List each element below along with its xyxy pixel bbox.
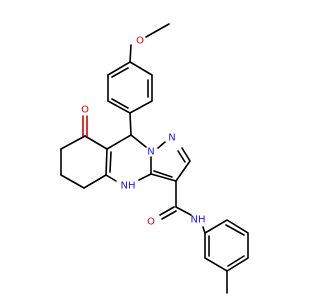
bond-c8a-c4a-double bbox=[109, 151, 112, 173]
bond-ch-c8a bbox=[106, 134, 132, 150]
bond-c3-c3a-double bbox=[153, 170, 173, 178]
anisole-double-2 bbox=[111, 98, 129, 109]
bond-c8-c7 bbox=[60, 135, 86, 150]
molecule-structure: O O N N NH O NH bbox=[60, 23, 249, 294]
atom-nh-ring: NH bbox=[121, 181, 136, 192]
bond-ch-c3 bbox=[175, 160, 191, 182]
bond-c8a-c8 bbox=[84, 135, 108, 150]
bond-c8a-c4a bbox=[105, 148, 108, 176]
atom-nh-amide: NH bbox=[191, 215, 206, 226]
bond-nh-c3a bbox=[138, 173, 152, 181]
tolyl-double-2 bbox=[227, 255, 245, 267]
bond-c5-c4a bbox=[83, 174, 107, 189]
bond-n-ch bbox=[130, 134, 147, 148]
anisole-ring bbox=[107, 61, 153, 114]
bond-co-2 bbox=[161, 210, 177, 220]
anisole-double-3 bbox=[111, 67, 129, 78]
bond-o-aryl bbox=[129, 44, 132, 63]
bond-aryl-ch bbox=[129, 112, 132, 136]
bond-n-n bbox=[157, 141, 166, 149]
atom-o-amide: O bbox=[147, 217, 155, 228]
atom-labels: O O N N NH O NH bbox=[81, 36, 205, 228]
bonds bbox=[60, 23, 249, 294]
tolyl-ring bbox=[204, 219, 249, 272]
atom-n-pyrazole-1: N bbox=[147, 147, 154, 158]
bond-carbonyl-nh bbox=[175, 206, 192, 216]
bond-n-ch-pyr bbox=[181, 147, 191, 162]
bond-c4a-nh bbox=[105, 174, 117, 182]
bond-n-ch-pyr-double bbox=[177, 150, 186, 163]
tolyl-double-1 bbox=[225, 224, 245, 236]
bond-c3-c3a bbox=[150, 173, 177, 182]
atom-n-pyrazole-2: N bbox=[168, 133, 175, 144]
bond-methyl-o bbox=[145, 23, 170, 38]
bond-c6-c5 bbox=[60, 174, 85, 189]
bond-co-1 bbox=[159, 206, 175, 216]
bond-nh-aryl bbox=[202, 226, 206, 234]
atom-o-methoxy: O bbox=[136, 36, 144, 47]
atom-o-ketone: O bbox=[81, 105, 89, 116]
